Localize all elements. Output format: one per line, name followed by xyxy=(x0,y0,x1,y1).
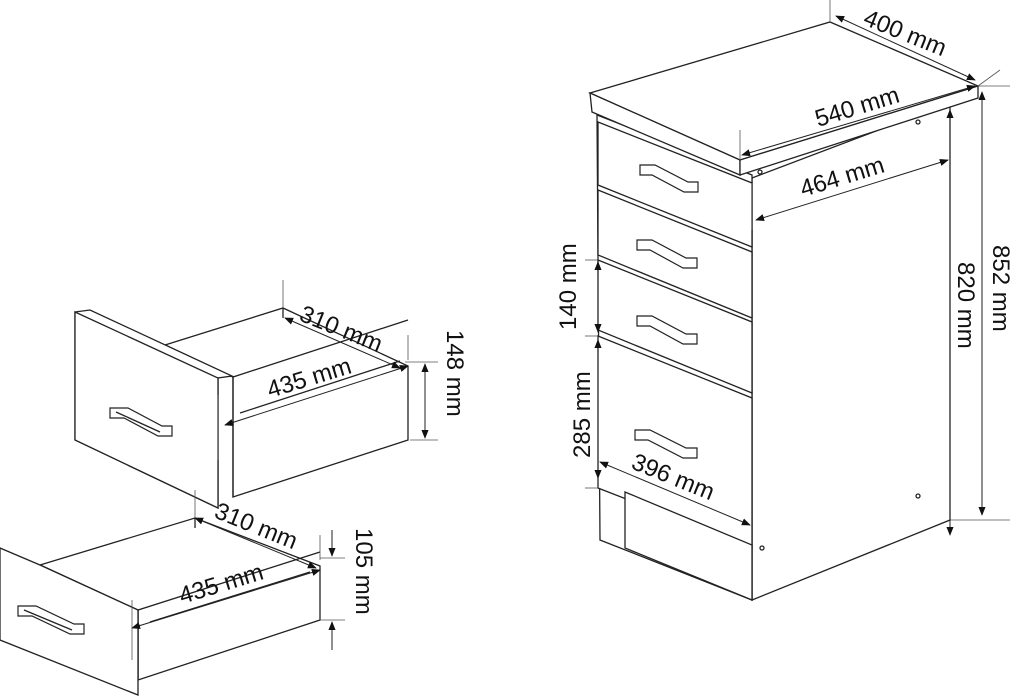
dimension-lines xyxy=(131,0,1010,660)
label-total-height: 852 mm xyxy=(987,245,1014,332)
top-drawer-handle-icon xyxy=(109,407,173,437)
drawer-handle-2-icon xyxy=(636,239,698,269)
drawer-handle-1-icon xyxy=(639,164,699,193)
label-large-drawer-height: 285 mm xyxy=(569,371,596,458)
drawer-handle-3-icon xyxy=(636,315,698,345)
drawer-handle-4-icon xyxy=(634,429,698,459)
bottom-drawer-handle-icon xyxy=(17,605,85,635)
cabinet xyxy=(588,21,980,601)
label-body-height: 820 mm xyxy=(952,262,979,349)
label-top-drawer-height: 148 mm xyxy=(441,330,468,417)
label-small-drawer-height: 140 mm xyxy=(555,243,582,330)
label-bottom-drawer-height: 105 mm xyxy=(350,528,377,615)
